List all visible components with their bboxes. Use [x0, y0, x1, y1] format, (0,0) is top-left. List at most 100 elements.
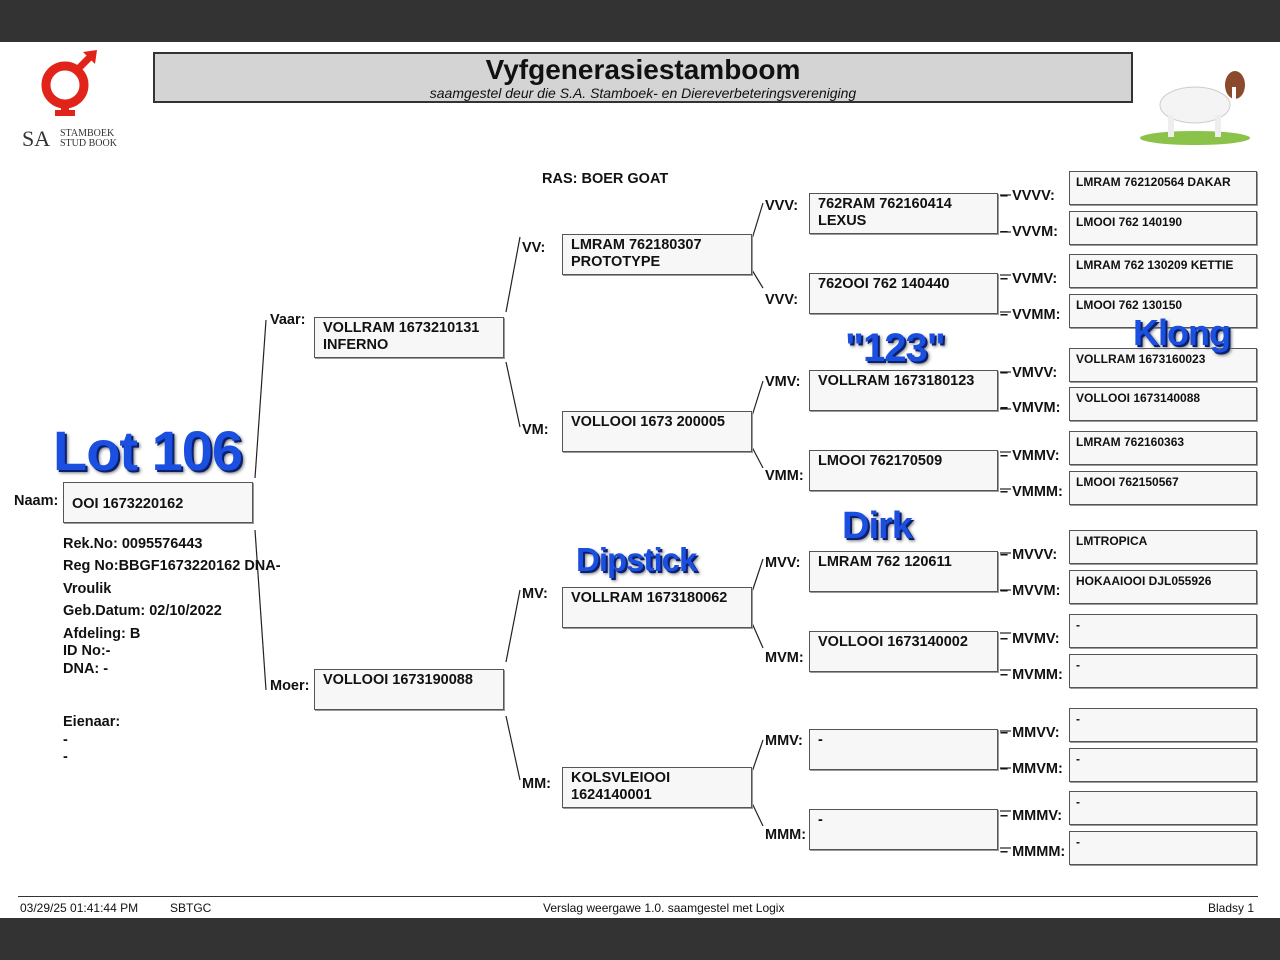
connector-line: [751, 622, 764, 649]
connector-line: [505, 589, 521, 663]
connector-line: [751, 269, 764, 289]
bottom-bar: [0, 918, 1280, 960]
animal-name-box: OOI 1673220162: [63, 482, 253, 523]
page-title: Vyfgenerasiestamboom: [485, 54, 801, 85]
page-subtitle: saamgestel deur die S.A. Stamboek- en Di…: [429, 85, 857, 101]
gen3-label: VV:: [522, 240, 546, 256]
gen4-ancestor-box: 762OOI 762 140440: [809, 273, 998, 314]
gen3-ancestor-box: VOLLRAM 1673180062: [562, 587, 752, 628]
rek-no: Rek.No: 0095576443: [63, 536, 203, 552]
gen4-label: VVV:: [765, 292, 799, 308]
footer-datetime: 03/29/25 01:41:44 PM: [20, 901, 139, 915]
gen5-ancestor-box: LMRAM 762160363: [1069, 431, 1257, 465]
logo-sa-text: SA: [22, 126, 51, 151]
connector-line: [505, 361, 521, 428]
gen5-label: – VVMV:: [1000, 271, 1058, 287]
gen4-ancestor-box: VOLLRAM 1673180123: [809, 370, 998, 411]
gen4-ancestor-box: LMOOI 762170509: [809, 450, 998, 491]
gen5-ancestor-box: LMRAM 762 130209 KETTIE: [1069, 254, 1257, 288]
logo-line2: STUD BOOK: [60, 138, 117, 149]
logo-line1: STAMBOEK: [60, 128, 115, 139]
gen4-ancestor-box: LMRAM 762 120611: [809, 551, 998, 592]
gen5-ancestor-box: LMOOI 762150567: [1069, 471, 1257, 505]
gen5-label: – VVVM:: [1000, 224, 1059, 240]
gen5-ancestor-box: -: [1069, 614, 1257, 648]
connector-line: [505, 715, 521, 781]
gen4-ancestor-box: -: [809, 729, 998, 770]
gen5-ancestor-box: VOLLOOI 1673140088: [1069, 387, 1257, 421]
gen5-ancestor-box: LMOOI 762 130150: [1069, 294, 1257, 328]
sex: Vroulik: [63, 581, 112, 597]
gen4-ancestor-box: -: [809, 809, 998, 850]
gen5-ancestor-box: VOLLRAM 1673160023: [1069, 348, 1257, 382]
id-no: ID No:-: [63, 643, 111, 659]
gen5-ancestor-box: LMRAM 762120564 DAKAR: [1069, 171, 1257, 205]
gen2-label: Moer:: [270, 678, 310, 694]
owner-label: Eienaar:: [63, 714, 121, 730]
gen5-label: – MVMV:: [1000, 631, 1060, 647]
connector-line: [751, 380, 764, 417]
logo-symbol-icon: [41, 50, 97, 116]
connector-line: [254, 529, 267, 691]
connector-line: [751, 202, 764, 240]
annotation-dirk: Dirk: [842, 505, 913, 547]
gen2-label: Vaar:: [270, 312, 306, 328]
birth-date: Geb.Datum: 02/10/2022: [63, 603, 222, 619]
gen5-label: – MMVM:: [1000, 761, 1063, 777]
gen4-label: VMM:: [765, 468, 804, 484]
footer-divider: [18, 896, 1258, 897]
gen5-label: – VMMM:: [1000, 484, 1063, 500]
owner-line2: -: [63, 749, 68, 765]
gen4-label: MVM:: [765, 650, 804, 666]
gen5-label: – VVMM:: [1000, 307, 1061, 323]
footer-code: SBTGC: [170, 901, 212, 915]
gen5-label: – VMVM:: [1000, 400, 1061, 416]
annotation-dipstick: Dipstick: [576, 541, 697, 578]
goat-image: [1140, 71, 1250, 145]
gen5-ancestor-box: -: [1069, 791, 1257, 825]
annotation-klong: Klong: [1133, 312, 1231, 353]
gen5-ancestor-box: -: [1069, 748, 1257, 782]
gen4-label: MMM:: [765, 827, 807, 843]
connector-line: [751, 446, 764, 469]
gen4-label: MVV:: [765, 555, 801, 571]
gen5-label: – VMVV:: [1000, 365, 1058, 381]
connector-line: [254, 319, 267, 479]
gen4-label: MMV:: [765, 733, 803, 749]
gen5-label: – VMMV:: [1000, 448, 1060, 464]
gen5-label: – MVVM:: [1000, 583, 1061, 599]
gen3-ancestor-box: VOLLOOI 1673 200005: [562, 411, 752, 452]
top-bar: [0, 0, 1280, 42]
connector-line: [751, 558, 764, 593]
connector-line: [751, 739, 764, 773]
reg-no: Reg No:BBGF1673220162 DNA-: [63, 558, 281, 574]
annotation-123: "123": [845, 326, 946, 370]
gen4-ancestor-box: VOLLOOI 1673140002: [809, 631, 998, 672]
gen5-ancestor-box: -: [1069, 654, 1257, 688]
gen5-label: – MMMV:: [1000, 808, 1063, 824]
naam-label: Naam:: [14, 493, 59, 509]
gen4-label: VVV:: [765, 198, 799, 214]
dna: DNA: -: [63, 661, 109, 677]
gen5-ancestor-box: LMOOI 762 140190: [1069, 211, 1257, 245]
owner-line1: -: [63, 732, 68, 748]
afdeling: Afdeling: B: [63, 626, 141, 642]
gen3-label: VM:: [522, 422, 549, 438]
connector-line: [505, 236, 521, 313]
title-banner: Vyfgenerasiestamboom saamgestel deur die…: [153, 52, 1133, 103]
breed-label: RAS: BOER GOAT: [542, 171, 669, 187]
gen5-label: – MVVV:: [1000, 547, 1058, 563]
gen5-label: – MVMM:: [1000, 667, 1063, 683]
gen5-ancestor-box: HOKAAIOOI DJL055926: [1069, 570, 1257, 604]
gen3-label: MV:: [522, 586, 548, 602]
annotation-lot: Lot 106: [53, 419, 243, 482]
gen5-label: – MMVV:: [1000, 725, 1060, 741]
gen4-label: VMV:: [765, 374, 801, 390]
